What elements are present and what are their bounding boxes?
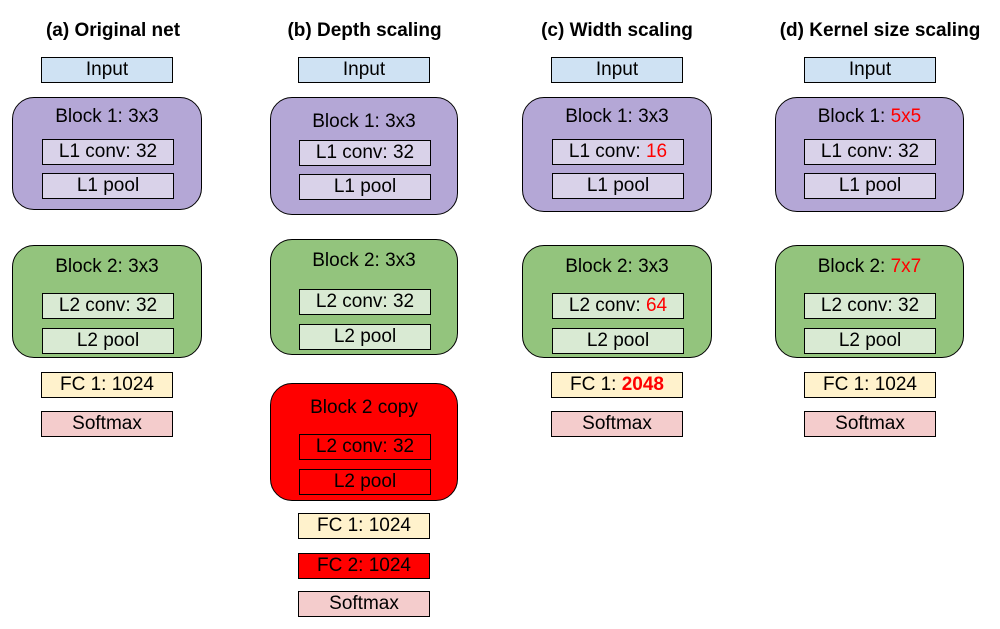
column-d-block1-title-label: Block 1:: [817, 106, 891, 127]
column-c-block2: Block 2: 3x3 L2 conv: 64 L2 pool: [522, 245, 712, 358]
column-c-l1-conv: L1 conv: 16: [552, 139, 684, 165]
column-d-l2-pool: L2 pool: [804, 328, 936, 354]
column-b-block2: Block 2: 3x3 L2 conv: 32 L2 pool: [270, 239, 458, 355]
column-d-fc1: FC 1: 1024: [804, 372, 936, 398]
column-a-l2-pool: L2 pool: [42, 328, 174, 354]
column-a-block2: Block 2: 3x3 L2 conv: 32 L2 pool: [12, 245, 202, 358]
column-b-softmax: Softmax: [298, 591, 430, 617]
column-b-l2-conv: L2 conv: 32: [299, 289, 431, 315]
column-d-l2-conv: L2 conv: 32: [804, 293, 936, 319]
column-c-softmax: Softmax: [551, 411, 683, 437]
column-b-fc1: FC 1: 1024: [298, 513, 430, 539]
column-a-l1-pool: L1 pool: [42, 173, 174, 199]
column-a-fc1: FC 1: 1024: [41, 372, 173, 398]
column-d-softmax: Softmax: [804, 411, 936, 437]
column-d-l1-pool: L1 pool: [804, 173, 936, 199]
column-a-block1-title: Block 1: 3x3: [55, 106, 159, 127]
column-c-block1: Block 1: 3x3 L1 conv: 16 L1 pool: [522, 97, 712, 212]
column-c-l2-pool: L2 pool: [552, 328, 684, 354]
column-c-title: (c) Width scaling: [541, 20, 693, 41]
column-a-block1: Block 1: 3x3 L1 conv: 32 L1 pool: [12, 97, 202, 210]
column-c-l1-pool: L1 pool: [552, 173, 684, 199]
column-b-block1: Block 1: 3x3 L1 conv: 32 L1 pool: [270, 97, 458, 215]
column-c-fc1-value: 2048: [621, 374, 664, 395]
column-b-copy-l2-conv: L2 conv: 32: [299, 434, 431, 460]
column-b-block2-title: Block 2: 3x3: [312, 250, 416, 271]
column-c-fc1: FC 1: 2048: [551, 372, 683, 398]
column-b-l2-pool: L2 pool: [299, 324, 431, 350]
column-d-block2-title: Block 2: 7x7: [776, 256, 963, 278]
column-c-l2-conv: L2 conv: 64: [552, 293, 684, 319]
column-a-block2-title: Block 2: 3x3: [55, 256, 159, 277]
column-b-copy-l2-pool: L2 pool: [299, 469, 431, 495]
column-d-l1-conv: L1 conv: 32: [804, 139, 936, 165]
column-d-block2-kernel: 7x7: [890, 256, 922, 277]
column-d-input: Input: [804, 57, 936, 83]
column-d-block1-kernel: 5x5: [890, 106, 922, 127]
column-a-l2-conv: L2 conv: 32: [42, 293, 174, 319]
column-d-block1-title: Block 1: 5x5: [776, 106, 963, 128]
column-a-title: (a) Original net: [45, 20, 181, 41]
column-b-block1-title: Block 1: 3x3: [312, 111, 416, 132]
column-c-l2-conv-label: L2 conv:: [568, 295, 646, 316]
column-d-block1: Block 1: 5x5 L1 conv: 32 L1 pool: [775, 97, 964, 212]
column-c-input: Input: [551, 57, 683, 83]
column-a-input: Input: [41, 57, 173, 83]
column-b-input: Input: [298, 57, 430, 83]
column-b-l1-pool: L1 pool: [299, 174, 431, 200]
column-c-l2-conv-value: 64: [645, 295, 668, 316]
column-c-block2-title: Block 2: 3x3: [565, 256, 669, 277]
column-d-title: (d) Kernel size scaling: [779, 20, 981, 41]
column-c-l1-conv-value: 16: [645, 141, 668, 162]
column-d-block2-title-label: Block 2:: [817, 256, 891, 277]
column-b-l1-conv: L1 conv: 32: [299, 140, 431, 166]
column-c-l1-conv-label: L1 conv:: [568, 141, 646, 162]
column-b-block2-copy: Block 2 copy L2 conv: 32 L2 pool: [270, 383, 458, 501]
column-b-fc2: FC 2: 1024: [298, 553, 430, 579]
column-c-block1-title: Block 1: 3x3: [565, 106, 669, 127]
column-b-title: (b) Depth scaling: [287, 20, 442, 41]
column-d-block2: Block 2: 7x7 L2 conv: 32 L2 pool: [775, 245, 964, 358]
column-c-fc1-label: FC 1:: [569, 374, 622, 395]
column-a-l1-conv: L1 conv: 32: [42, 139, 174, 165]
column-b-block2-copy-title: Block 2 copy: [310, 397, 418, 418]
column-a-softmax: Softmax: [41, 411, 173, 437]
